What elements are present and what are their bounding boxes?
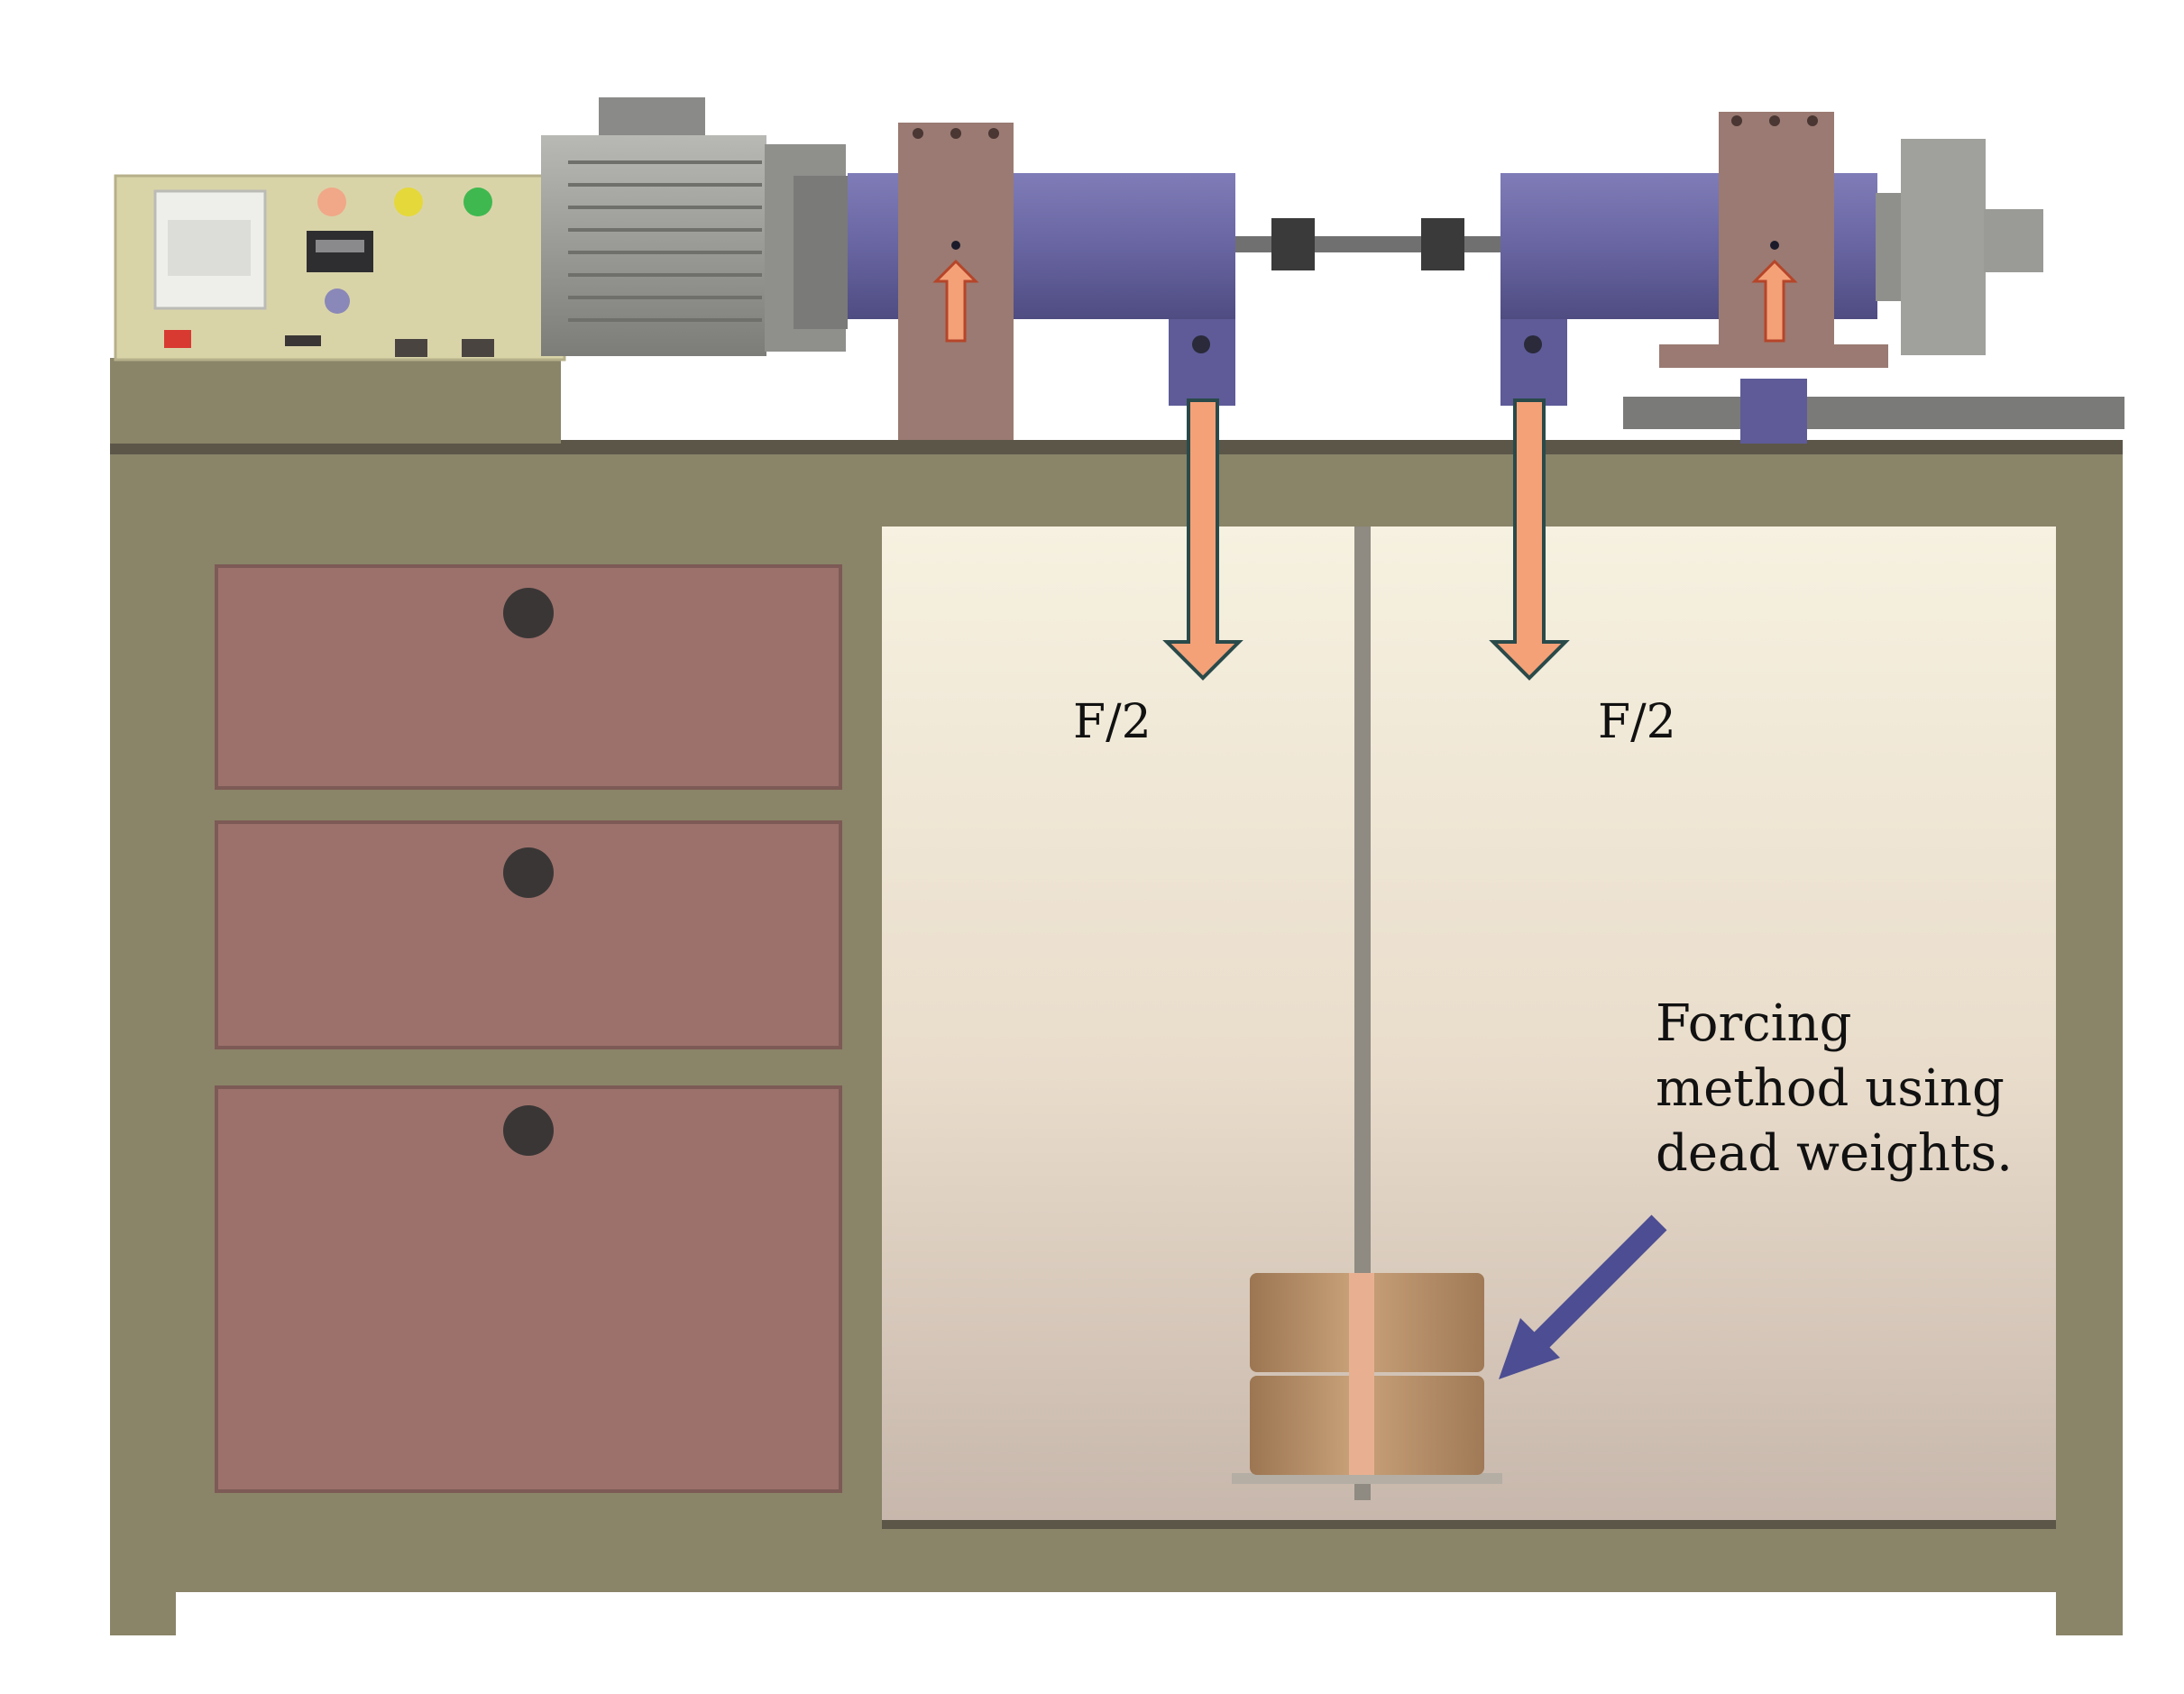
- socket-2: [462, 339, 494, 357]
- button-yellow: [394, 188, 423, 216]
- cabinet-floor-edge: [882, 1520, 2056, 1529]
- force-label-left: F/2: [1073, 695, 1152, 749]
- pointer-arrow-head: [1499, 1318, 1560, 1379]
- bolt-icon: [1731, 115, 1742, 126]
- specimen-shaft: [1235, 218, 1502, 270]
- lcd-screen-face: [168, 220, 251, 276]
- toggle-switch: [285, 335, 321, 346]
- bench-top-edge: [110, 440, 2123, 454]
- drawer-knob: [503, 588, 554, 638]
- display-digits: [316, 240, 364, 252]
- weight-hanger-slot: [1349, 1273, 1374, 1475]
- force-arrows: F/2 F/2: [1073, 398, 1676, 749]
- bolt-icon: [1769, 115, 1780, 126]
- button-green: [463, 188, 492, 216]
- left-up-arrow: [932, 259, 979, 343]
- motor-fins: [568, 160, 762, 322]
- bench-foot-gap: [176, 1592, 2056, 1635]
- control-panel: [110, 174, 566, 444]
- bolt-icon: [913, 128, 923, 139]
- right-collet: [1421, 218, 1464, 270]
- right-end-disc: [1901, 139, 1986, 355]
- guide-rail: [1623, 397, 2124, 429]
- left-pivot-dot: [951, 241, 960, 250]
- force-arrow-right: [1489, 398, 1570, 681]
- drawers: [215, 564, 842, 1493]
- right-pivot-dot: [1770, 241, 1779, 250]
- button-orange: [317, 188, 346, 216]
- annotation: Forcing method using dead weights.: [1499, 994, 2021, 1379]
- control-base: [110, 358, 561, 444]
- right-up-arrow: [1751, 259, 1798, 343]
- weight-base-plate: [1232, 1473, 1502, 1484]
- rail-carriage: [1740, 379, 1807, 444]
- motor-flange-lip: [794, 176, 848, 329]
- force-arrow-left: [1162, 398, 1243, 681]
- right-hanger-bolt: [1524, 335, 1542, 353]
- left-bearing-assembly: [848, 123, 1235, 440]
- drawer-knob: [503, 1105, 554, 1156]
- load-rod: [1354, 527, 1371, 1500]
- selector-knob: [325, 288, 350, 314]
- motor-top-box: [599, 97, 705, 142]
- right-end-hub: [1984, 209, 2043, 272]
- motor-body: [541, 135, 766, 356]
- drawer-knob: [503, 847, 554, 898]
- bolt-icon: [988, 128, 999, 139]
- button-red: [164, 330, 191, 348]
- left-housing-hanger: [1169, 319, 1235, 406]
- annotation-line-1: Forcing: [1656, 994, 1851, 1053]
- force-label-right: F/2: [1598, 695, 1676, 749]
- right-pedestal-base: [1659, 344, 1888, 368]
- pointer-arrow-shaft: [1527, 1214, 1667, 1355]
- left-hanger-bolt: [1192, 335, 1210, 353]
- dead-weights: [1232, 1273, 1502, 1484]
- socket-1: [395, 339, 427, 357]
- annotation-text: Forcing method using dead weights.: [1656, 994, 2021, 1183]
- right-housing-hanger: [1500, 319, 1567, 406]
- bolt-icon: [1807, 115, 1818, 126]
- annotation-line-3: dead weights.: [1656, 1124, 2013, 1183]
- annotation-line-2: method using: [1656, 1059, 2005, 1118]
- bolt-icon: [950, 128, 961, 139]
- right-bearing-assembly: [1500, 112, 2124, 444]
- left-collet: [1271, 218, 1315, 270]
- motor: [541, 97, 848, 356]
